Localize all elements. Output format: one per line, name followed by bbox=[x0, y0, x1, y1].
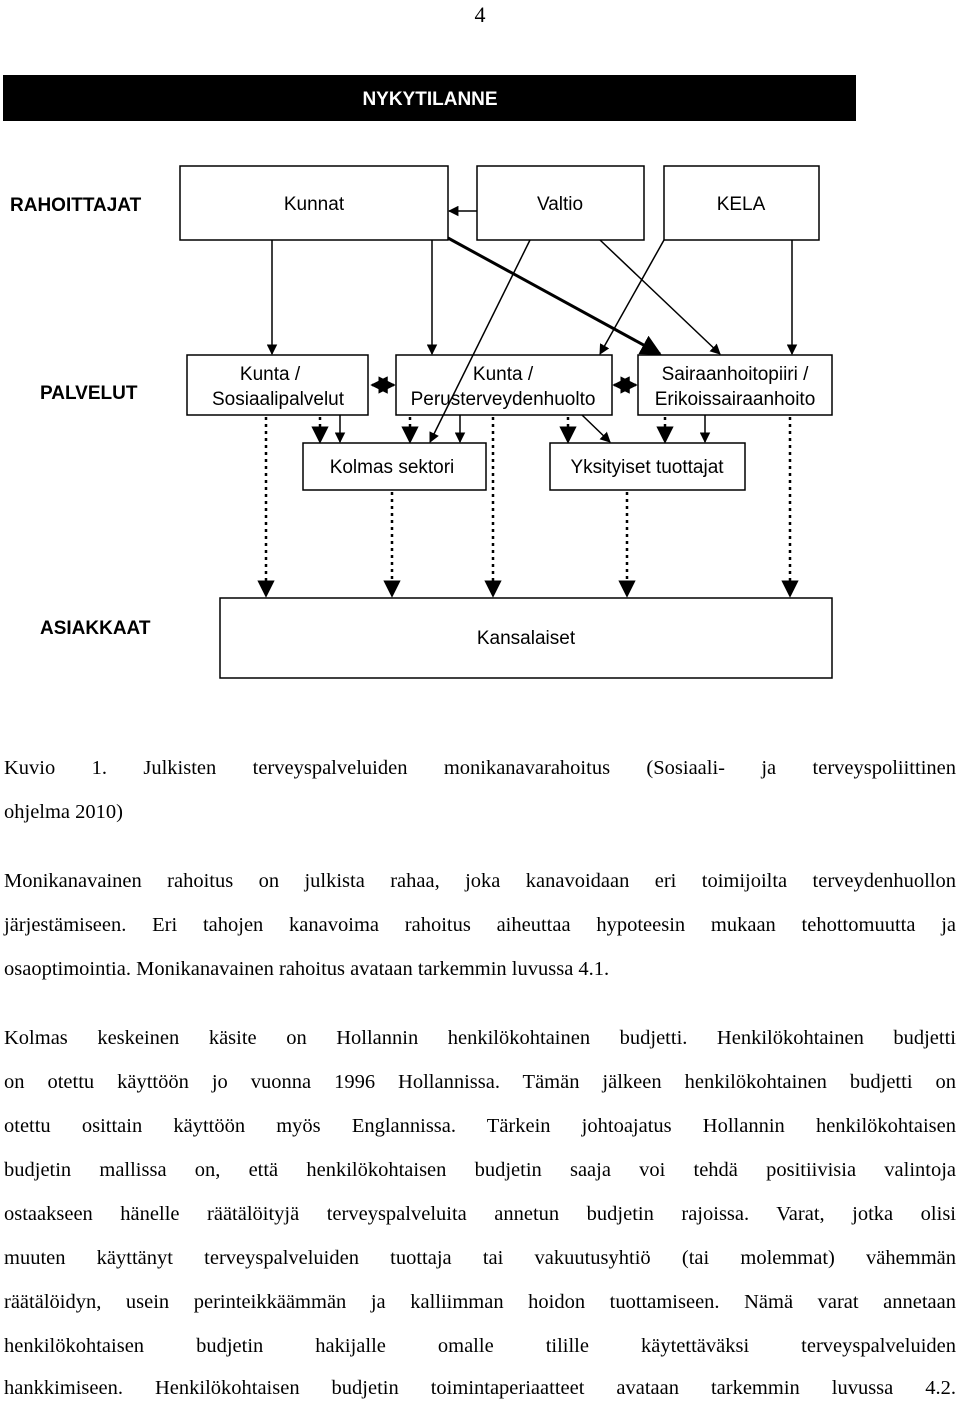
diagram-title: NYKYTILANNE bbox=[362, 89, 497, 110]
diagram-title-bar bbox=[3, 75, 856, 121]
paragraph-line: muuten käyttänyt terveyspalveluiden tuot… bbox=[4, 1247, 956, 1269]
arrow-valtio-sairaan bbox=[599, 239, 721, 355]
page-number: 4 bbox=[474, 2, 486, 27]
label-sairaan-1: Sairaanhoitopiiri / bbox=[662, 364, 810, 385]
label-sosiaali-2: Sosiaalipalvelut bbox=[212, 389, 345, 410]
row-label-rahoittajat: RAHOITTAJAT bbox=[10, 195, 142, 216]
label-sairaan-2: Erikoissairaanhoito bbox=[655, 389, 816, 410]
label-perus-1: Kunta / bbox=[473, 364, 534, 385]
arrow-kela-perus bbox=[599, 239, 665, 355]
box-kunnat bbox=[179, 165, 449, 241]
box-erikoissairaanhoito bbox=[637, 354, 833, 416]
label-kunnat: Kunnat bbox=[284, 194, 345, 215]
paragraph-line: Monikanavainen rahoitus on julkista raha… bbox=[4, 870, 956, 892]
box-perusterveydenhuolto bbox=[395, 354, 613, 416]
label-sosiaali-1: Kunta / bbox=[240, 364, 301, 385]
financing-diagram: NYKYTILANNE RAHOITTAJAT PALVELUT ASIAKKA… bbox=[3, 75, 856, 679]
box-kela bbox=[663, 165, 820, 241]
arrow-valtio-kolmas bbox=[429, 239, 531, 443]
label-kela: KELA bbox=[717, 194, 766, 215]
paragraph-line: osaoptimointia. Monikanavainen rahoitus … bbox=[4, 958, 610, 980]
label-kansalaiset: Kansalaiset bbox=[477, 628, 576, 649]
paragraph-line: henkilökohtaisen budjetin hakijalle omal… bbox=[4, 1335, 956, 1357]
label-valtio: Valtio bbox=[537, 194, 583, 215]
box-kolmas-sektori bbox=[302, 442, 487, 491]
box-yksityiset-tuottajat bbox=[549, 442, 746, 491]
figure-caption-line: Kuvio 1. Julkisten terveyspalveluiden mo… bbox=[4, 757, 956, 779]
box-valtio bbox=[476, 165, 645, 241]
label-yksityiset: Yksityiset tuottajat bbox=[570, 457, 724, 478]
figure-caption-line: ohjelma 2010) bbox=[4, 801, 123, 823]
paragraph-line: räätälöidyn, usein perinteikkäämmän ja k… bbox=[4, 1291, 956, 1313]
box-kansalaiset bbox=[219, 597, 833, 679]
arrow-kunnat-sairaan bbox=[447, 236, 662, 356]
paragraph-line: hankkimiseen. Henkilökohtaisen budjetin … bbox=[4, 1377, 956, 1399]
row-label-palvelut: PALVELUT bbox=[40, 383, 138, 404]
box-sosiaalipalvelut bbox=[186, 354, 369, 416]
label-kolmas-sektori: Kolmas sektori bbox=[330, 457, 455, 478]
arrow-perus-yksityiset bbox=[581, 414, 611, 443]
paragraph-line: Kolmas keskeinen käsite on Hollannin hen… bbox=[4, 1027, 956, 1049]
paragraph-line: järjestämiseen. Eri tahojen kanavoima ra… bbox=[4, 914, 956, 936]
paragraph-line: ostaakseen hänelle räätälöityjä terveysp… bbox=[4, 1203, 956, 1225]
paragraph-line: otettu osittain käyttöön myös Englanniss… bbox=[4, 1115, 956, 1137]
paragraph-line: budjetin mallissa on, että henkilökohtai… bbox=[4, 1159, 956, 1181]
paragraph-line: on otettu käyttöön jo vuonna 1996 Hollan… bbox=[4, 1071, 956, 1093]
row-label-asiakkaat: ASIAKKAAT bbox=[40, 618, 151, 639]
label-perus-2: Perusterveydenhuolto bbox=[411, 389, 596, 410]
